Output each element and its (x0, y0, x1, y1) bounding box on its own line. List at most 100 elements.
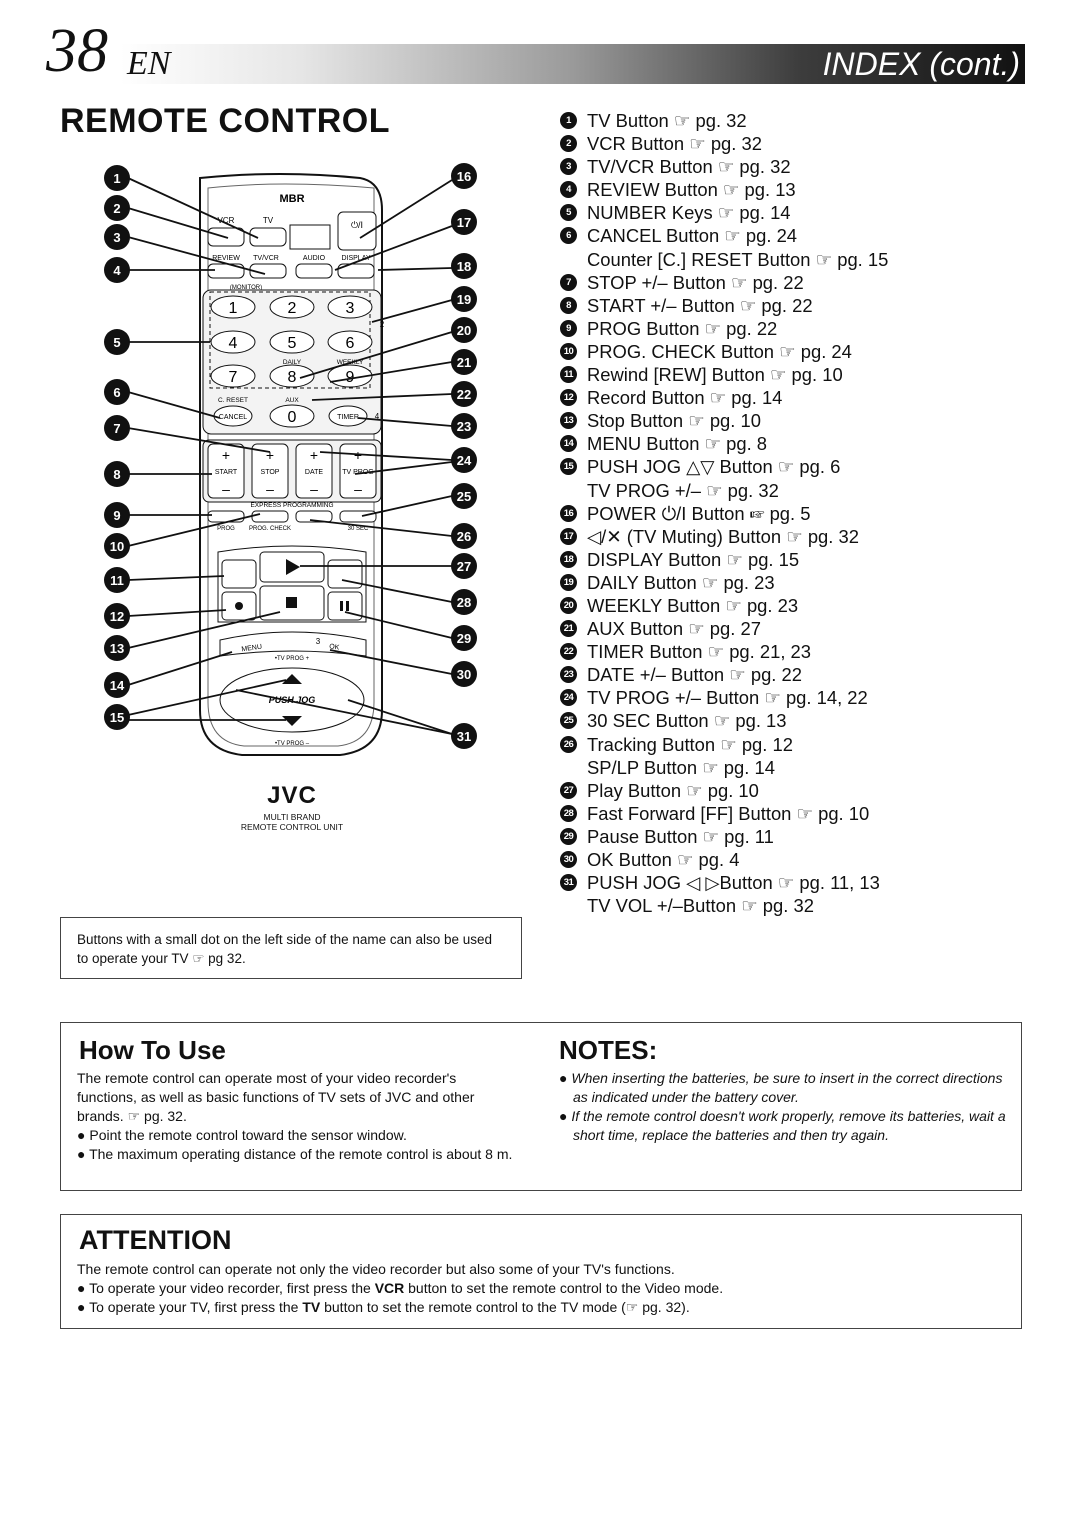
weekly-number-marker: 2 (380, 320, 385, 329)
number-key (269, 404, 315, 428)
index-number-badge: 1 (560, 112, 577, 129)
timer-label: TIMER (337, 414, 359, 421)
menu-label: MENU (241, 644, 262, 654)
remote-caption: MULTI BRAND REMOTE CONTROL UNIT (222, 812, 362, 832)
callout-badge (104, 195, 130, 221)
index-number-badge: 24 (560, 689, 577, 707)
index-item: 19 DAILY Button ☞ pg. 23 (560, 571, 1060, 594)
index-number-badge: 9 (560, 319, 577, 337)
express-programming-label: EXPRESS PROGRAMMING (250, 502, 333, 509)
index-number-badge: 25 (560, 712, 577, 730)
index-number-badge: 19 (560, 573, 577, 591)
callout-badge-number: 15 (110, 710, 124, 725)
callout-badge (451, 523, 477, 549)
index-item-text: TV PROG +/– ☞ pg. 32 (587, 479, 779, 501)
minus-icon: – (354, 481, 362, 497)
number-key-label: 9 (346, 369, 355, 386)
index-item: TV PROG +/– ☞ pg. 32 (560, 479, 1060, 502)
callout-badge (451, 625, 477, 651)
index-number-badge: 17 (560, 527, 577, 545)
cancel-label: CANCEL (219, 414, 248, 421)
index-item-text: DAILY Button ☞ pg. 23 (587, 571, 775, 593)
number-key (269, 364, 315, 388)
index-item-text: DATE +/– Button ☞ pg. 22 (587, 664, 802, 686)
index-number-badge: 22 (560, 643, 577, 661)
index-item-text: ◁/✕ (TV Muting) Button ☞ pg. 32 (587, 525, 859, 547)
display-button (337, 263, 375, 279)
daily-label: DAILY (283, 359, 302, 366)
callout-badge (104, 379, 130, 405)
how-to-use-bullet: ● Point the remote control toward the se… (77, 1127, 407, 1143)
index-item-text: AUX Button ☞ pg. 27 (587, 618, 761, 640)
callout-badge (451, 483, 477, 509)
index-number-badge: 13 (560, 412, 577, 430)
section-title: REMOTE CONTROL (60, 102, 390, 140)
number-key-label: 1 (229, 300, 238, 317)
index-item-text: TV VOL +/–Button ☞ pg. 32 (587, 895, 814, 917)
remote-control-illustration: MBR VCR TV ⏻/I REVIEW TV/VCR AUDIO DISPL… (199, 173, 385, 756)
thirty-sec-button (339, 510, 377, 523)
index-item-text: Stop Button ☞ pg. 10 (587, 410, 761, 432)
index-number-badge: 11 (560, 366, 577, 384)
index-item-text: TV/VCR Button ☞ pg. 32 (587, 156, 791, 178)
index-item-text: STOP +/– Button ☞ pg. 22 (587, 271, 804, 293)
index-number-badge: 31 (560, 874, 577, 892)
callout-badge-number: 8 (113, 467, 120, 482)
plus-icon: + (266, 447, 274, 463)
remote-brand-mark: MBR (279, 193, 304, 205)
callout-badge (104, 461, 130, 487)
number-key-label: 3 (346, 300, 355, 317)
callout-badge-number: 10 (110, 539, 124, 554)
keypad-dashed-frame (209, 291, 371, 389)
tracking-button (295, 510, 333, 523)
number-key-label: 4 (229, 335, 238, 352)
tv-prog-plus-label: •TV PROG + (275, 656, 310, 662)
prog-label: PROG (217, 526, 235, 532)
fast-forward-button (327, 559, 363, 589)
thirty-sec-label: 30 SEC (348, 526, 369, 532)
number-key-label: 6 (346, 335, 355, 352)
tv-label: TV (263, 216, 274, 225)
callout-badge-number: 14 (110, 678, 125, 693)
power-label: ⏻/I (351, 220, 363, 230)
timer-button (328, 405, 368, 427)
index-number-badge: 21 (560, 620, 577, 638)
callout-badge (104, 329, 130, 355)
number-key-label: 7 (229, 369, 238, 386)
callout-badge-number: 21 (457, 355, 471, 370)
index-item-text: Pause Button ☞ pg. 11 (587, 825, 774, 847)
power-button (337, 211, 377, 251)
callout-badge (451, 723, 477, 749)
index-item-text: Counter [C.] RESET Button ☞ pg. 15 (587, 248, 889, 270)
plus-icon: + (222, 447, 230, 463)
how-to-use-title: How To Use (79, 1035, 226, 1065)
index-item: 29 Pause Button ☞ pg. 11 (560, 825, 1060, 848)
callout-badge-number: 31 (457, 729, 471, 744)
index-number-badge: 27 (560, 781, 577, 799)
header-gradient-bar (120, 44, 1025, 84)
callout-badge (104, 224, 130, 250)
callout-badge (104, 603, 130, 629)
index-item-text: START +/– Button ☞ pg. 22 (587, 294, 813, 316)
number-key (327, 295, 373, 319)
callout-badge-number: 3 (113, 230, 120, 245)
callout-badge (104, 672, 130, 698)
attention-title: ATTENTION (79, 1225, 232, 1255)
number-key (210, 330, 256, 354)
callout-badge (451, 349, 477, 375)
number-key-label: 5 (288, 335, 297, 352)
index-number-badge: 30 (560, 851, 577, 868)
index-item-text: SP/LP Button ☞ pg. 14 (587, 756, 775, 778)
index-number-badge: 29 (560, 827, 577, 845)
callout-badge (104, 165, 130, 191)
audio-label: AUDIO (303, 255, 326, 262)
